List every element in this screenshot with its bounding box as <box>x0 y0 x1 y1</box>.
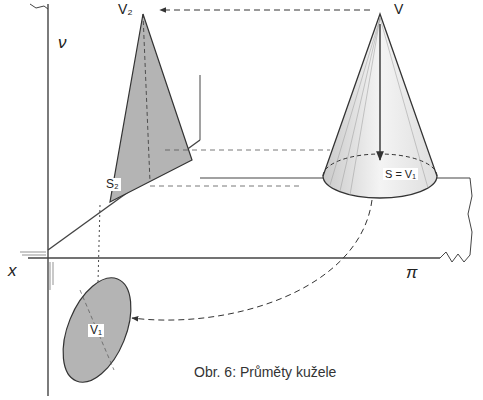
point-label: S = V₁ <box>383 168 418 180</box>
figure-caption: Obr. 6: Průměty kužele <box>192 364 338 380</box>
rotation-arrow <box>132 200 372 320</box>
point-label: V₁ <box>88 324 104 337</box>
ellipse-axis <box>80 290 114 370</box>
cone-axis <box>143 14 150 182</box>
plane-break <box>30 4 48 9</box>
cone-hatching <box>330 18 428 195</box>
plane-break <box>468 178 472 255</box>
plane-label: ν <box>56 34 69 53</box>
vertical-plane-edge <box>200 75 201 140</box>
point-label: S₂ <box>104 178 121 191</box>
vertical-plane-edge <box>47 4 48 396</box>
x-axis <box>28 257 440 258</box>
hatching <box>20 252 53 290</box>
plane-label: π <box>404 264 419 283</box>
cone <box>323 14 437 198</box>
projecting-ray <box>165 150 330 151</box>
plane-break <box>440 252 470 262</box>
cone-front-projection <box>110 14 192 202</box>
point-label: V₂ <box>116 2 135 17</box>
projecting-ray <box>160 10 370 11</box>
cone-base-projection <box>50 268 145 392</box>
projection-arrow <box>379 24 380 160</box>
axis-label: x <box>6 262 19 281</box>
point-label: V <box>392 2 405 17</box>
projecting-ray <box>150 186 300 187</box>
